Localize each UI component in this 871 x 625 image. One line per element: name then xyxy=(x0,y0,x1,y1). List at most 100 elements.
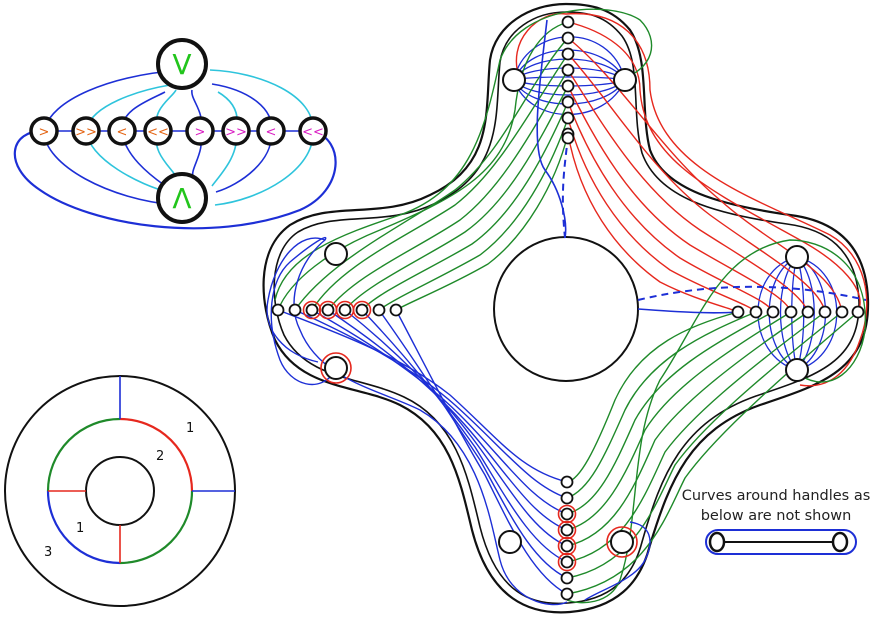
row-vertex xyxy=(107,116,137,146)
bead xyxy=(560,571,574,585)
bead xyxy=(561,95,575,109)
left-lower-hole xyxy=(324,356,348,380)
bead xyxy=(560,539,574,553)
bead xyxy=(851,305,865,319)
bead xyxy=(355,303,369,317)
bottom-vertex-label: Λ xyxy=(172,182,191,215)
legend-caption-line-2: below are not shown xyxy=(700,508,852,524)
bead xyxy=(560,475,574,489)
row-vertex xyxy=(29,116,59,146)
bead xyxy=(766,305,780,319)
bead xyxy=(561,131,575,145)
bead xyxy=(835,305,849,319)
row-vertex xyxy=(256,116,286,146)
bead xyxy=(560,523,574,537)
top-bead-column xyxy=(561,15,575,145)
middle-arc-green-left xyxy=(46,417,121,492)
bead xyxy=(561,63,575,77)
bead xyxy=(560,507,574,521)
bead xyxy=(560,555,574,569)
bead xyxy=(561,47,575,61)
bead xyxy=(731,305,745,319)
legend-caption: Curves around handles as below are not s… xyxy=(676,486,871,526)
bead xyxy=(288,303,302,317)
surface-outer-boundary xyxy=(262,2,870,614)
blue-curves-bottom xyxy=(270,236,568,606)
bead xyxy=(561,31,575,45)
middle-arc-green-right xyxy=(119,490,194,565)
green-curves-bottom xyxy=(566,239,866,604)
bottom-left-hole xyxy=(498,530,522,554)
annulus-inner-circle xyxy=(85,456,155,526)
bottom-right-hole-ring xyxy=(606,526,638,558)
blue-loop-left-hole xyxy=(266,237,326,363)
top-vertex-label: V xyxy=(172,48,191,81)
legend-handle-outline xyxy=(705,529,857,555)
row-vertex xyxy=(71,116,101,146)
annulus-label-1-upper: 1 xyxy=(186,421,194,436)
red-curves xyxy=(515,12,868,387)
bead xyxy=(560,491,574,505)
dashed-connector-top xyxy=(561,135,569,239)
green-curves-top xyxy=(274,8,653,311)
middle-arc-red xyxy=(119,417,194,492)
bead-ring xyxy=(557,552,577,572)
annulus-label-1-lower: 1 xyxy=(76,521,84,536)
row-vertex-label: > xyxy=(39,125,50,140)
legend-caption-line-1: Curves around handles as xyxy=(681,488,871,504)
top-vertex xyxy=(156,38,208,90)
bead xyxy=(561,111,575,125)
bottom-bead-column xyxy=(557,475,577,601)
bead xyxy=(560,587,574,601)
blue-loop-bottom-right xyxy=(584,521,651,601)
top-right-handle-hole xyxy=(613,68,637,92)
bead xyxy=(818,305,832,319)
bead xyxy=(784,305,798,319)
row-vertex-label: << xyxy=(147,125,169,140)
row-vertex xyxy=(143,116,173,146)
bead xyxy=(372,303,386,317)
row-vertex-label: << xyxy=(302,125,324,140)
legend-handle xyxy=(705,529,857,555)
surface-holes xyxy=(324,68,809,554)
bead-ring xyxy=(557,504,577,524)
left-upper-hole xyxy=(324,242,348,266)
blue-connector-top xyxy=(536,19,567,239)
row-vertex-label: < xyxy=(266,125,277,140)
row-vertex-label: < xyxy=(117,125,128,140)
bead xyxy=(749,305,763,319)
top-left-handle-hole xyxy=(502,68,526,92)
row-vertex-label: >> xyxy=(225,125,247,140)
right-bead-row xyxy=(731,305,865,319)
bottom-vertex xyxy=(156,172,208,224)
bead xyxy=(338,303,352,317)
right-bottom-handle-hole xyxy=(785,358,809,382)
bead-ring xyxy=(557,520,577,540)
bead-ring xyxy=(352,300,372,320)
outer-blue-loop xyxy=(13,129,337,230)
middle-arc-blue xyxy=(46,490,121,565)
bead xyxy=(561,15,575,29)
legend-handle-right-hole xyxy=(831,531,849,553)
main-surface xyxy=(262,2,870,614)
bead xyxy=(801,305,815,319)
top-left-graph: >>><<<>>><<< xyxy=(13,38,337,230)
bead-ring xyxy=(302,300,322,320)
bead xyxy=(305,303,319,317)
central-hole xyxy=(493,236,639,382)
bottom-right-hole xyxy=(610,530,634,554)
blue-connector-right xyxy=(637,308,739,314)
annulus-diagram xyxy=(4,375,236,607)
row-vertex xyxy=(185,116,215,146)
bead xyxy=(389,303,403,317)
row-vertex xyxy=(298,116,328,146)
bead xyxy=(561,79,575,93)
surface-inner-boundary xyxy=(273,11,860,605)
row-vertex-label: >> xyxy=(75,125,97,140)
annulus-label-3: 3 xyxy=(44,545,52,560)
row-vertex xyxy=(221,116,251,146)
left-lower-hole-ring xyxy=(320,352,352,384)
row-vertex-label: > xyxy=(195,125,206,140)
